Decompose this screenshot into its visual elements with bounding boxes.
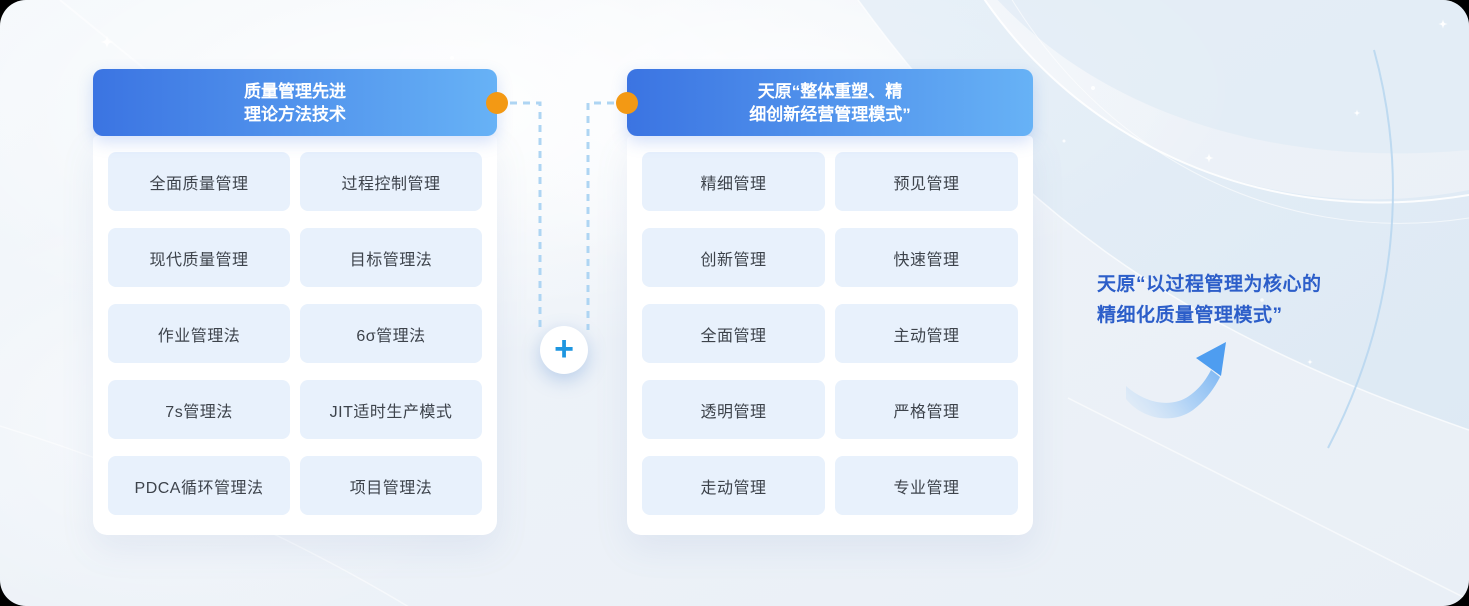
right-panel-item: 创新管理 <box>642 228 825 287</box>
result-line2: 精细化质量管理模式” <box>1097 305 1283 326</box>
swoosh-line <box>983 0 1469 204</box>
right-panel-header: 天原“整体重塑、精 细创新经营管理模式” <box>627 69 1033 136</box>
result-line1: 天原“以过程管理为核心的 <box>1097 274 1322 295</box>
swoosh-corner <box>997 0 1469 154</box>
left-panel-item: 现代质量管理 <box>108 228 290 287</box>
curved-arrow-icon <box>1126 336 1238 431</box>
left-panel-item: 全面质量管理 <box>108 152 290 211</box>
right-panel-item: 走动管理 <box>642 456 825 515</box>
right-panel: 天原“整体重塑、精 细创新经营管理模式” 精细管理 预见管理 创新管理 快速管理… <box>627 69 1033 535</box>
right-panel-item: 全面管理 <box>642 304 825 363</box>
left-panel-item: 项目管理法 <box>300 456 482 515</box>
result-statement: 天原“以过程管理为核心的 精细化质量管理模式” <box>1097 269 1322 331</box>
left-panel-item: 目标管理法 <box>300 228 482 287</box>
left-panel-item: PDCA循环管理法 <box>108 456 290 515</box>
left-panel: 质量管理先进 理论方法技术 全面质量管理 过程控制管理 现代质量管理 目标管理法… <box>93 69 497 535</box>
connector-dot-icon <box>486 92 508 114</box>
right-panel-item: 主动管理 <box>835 304 1018 363</box>
left-panel-body: 全面质量管理 过程控制管理 现代质量管理 目标管理法 作业管理法 6σ管理法 7… <box>93 136 497 535</box>
right-panel-title-line1: 天原“整体重塑、精 <box>757 81 903 101</box>
right-panel-item: 预见管理 <box>835 152 1018 211</box>
left-panel-item: 过程控制管理 <box>300 152 482 211</box>
left-panel-title-line2: 理论方法技术 <box>244 104 346 124</box>
connector-dash-right <box>586 101 627 330</box>
left-panel-item: 7s管理法 <box>108 380 290 439</box>
swoosh-line <box>1011 0 1469 224</box>
right-panel-item: 快速管理 <box>835 228 1018 287</box>
right-panel-title-line2: 细创新经营管理模式” <box>749 104 911 124</box>
left-panel-title-line1: 质量管理先进 <box>244 81 346 101</box>
left-panel-item: 6σ管理法 <box>300 304 482 363</box>
left-panel-item: 作业管理法 <box>108 304 290 363</box>
right-panel-item: 专业管理 <box>835 456 1018 515</box>
connector-dot-icon <box>616 92 638 114</box>
connector-dash-left <box>497 101 542 330</box>
plus-icon: + <box>540 326 588 374</box>
right-panel-body: 精细管理 预见管理 创新管理 快速管理 全面管理 主动管理 透明管理 严格管理 … <box>627 136 1033 535</box>
right-panel-item: 严格管理 <box>835 380 1018 439</box>
swoosh-arc <box>1327 49 1394 449</box>
left-panel-header: 质量管理先进 理论方法技术 <box>93 69 497 136</box>
left-panel-item: JIT适时生产模式 <box>300 380 482 439</box>
right-panel-item: 精细管理 <box>642 152 825 211</box>
right-panel-item: 透明管理 <box>642 380 825 439</box>
